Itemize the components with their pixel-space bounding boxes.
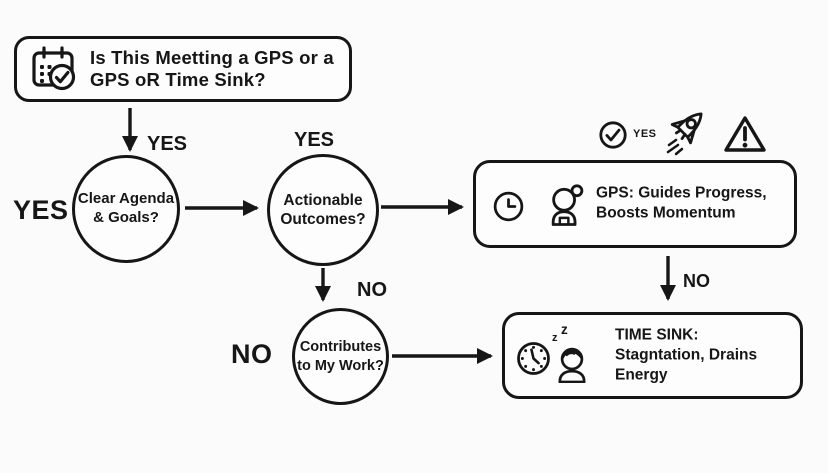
question-text: Is This Meetting a GPS or a GPS oR Time … bbox=[90, 47, 334, 90]
side-label-no: NO bbox=[231, 339, 273, 369]
decision-line: & Goals? bbox=[93, 209, 159, 226]
clock-icon bbox=[492, 190, 525, 223]
edge-label-no-outcomes: NO bbox=[357, 279, 387, 301]
gps-text: GPS: Guides Progress, Boosts Momentum bbox=[596, 184, 767, 225]
edge-label-yes-outcomes: YES bbox=[294, 129, 335, 151]
astronaut-icon bbox=[547, 183, 585, 228]
decision-contributes-work: Contributes to My Work? bbox=[292, 308, 389, 405]
decision-clear-agenda: Clear Agenda & Goals? bbox=[72, 155, 180, 263]
sleepy-clock-icon bbox=[515, 340, 552, 377]
decision-actionable-outcomes: Actionable Outcomes? bbox=[267, 154, 379, 266]
sleep-z-glyph: z bbox=[561, 322, 568, 337]
side-label-yes: YES bbox=[13, 195, 69, 225]
time-sink-line-1: TIME SINK: bbox=[615, 325, 699, 343]
decision-line: Actionable bbox=[283, 191, 363, 209]
gps-outcome-box: GPS: Guides Progress, Boosts Momentum bbox=[473, 160, 797, 248]
gps-line-2: Boosts Momentum bbox=[596, 205, 736, 222]
question-line-2: GPS oR Time Sink? bbox=[90, 69, 266, 90]
decision-line: to My Work? bbox=[297, 357, 384, 374]
rocket-icon bbox=[660, 106, 710, 160]
edge-label-yes-top: YES bbox=[147, 133, 188, 155]
edge-label-no-gps: NO bbox=[683, 271, 710, 291]
warning-triangle-icon bbox=[723, 114, 767, 154]
time-sink-text: TIME SINK: Stagntation, Drains Energy bbox=[615, 325, 800, 386]
gps-badge-label: YES bbox=[633, 128, 657, 140]
question-box: Is This Meetting a GPS or a GPS oR Time … bbox=[14, 36, 352, 102]
decision-line: Contributes bbox=[299, 339, 382, 356]
calendar-check-icon bbox=[29, 44, 79, 94]
check-circle-icon bbox=[598, 120, 628, 150]
gps-line-1: GPS: Guides Progress, bbox=[596, 184, 767, 202]
time-sink-line-2: Stagntation, Drains Energy bbox=[615, 346, 758, 384]
sleep-z-glyph: z bbox=[552, 332, 558, 344]
decision-line: Outcomes? bbox=[280, 211, 366, 228]
question-line-1: Is This Meetting a GPS or a bbox=[90, 47, 334, 69]
sleeping-person-icon bbox=[554, 345, 590, 383]
decision-line: Clear Agenda bbox=[77, 190, 175, 208]
time-sink-outcome-box: z z TIME SINK: Stagntation, Drains Energ… bbox=[502, 312, 803, 399]
